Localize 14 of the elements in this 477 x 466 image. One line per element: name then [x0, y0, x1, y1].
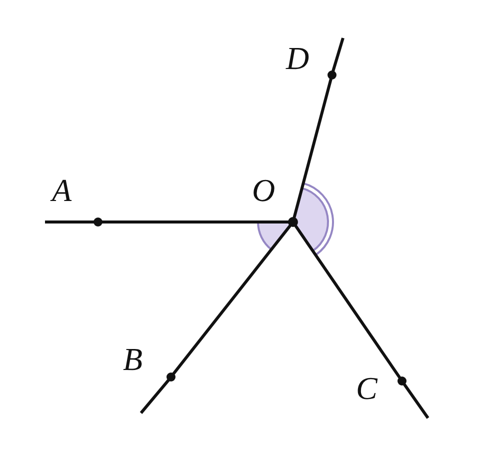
point-label: C	[356, 372, 378, 404]
ray-line	[172, 224, 292, 375]
point-label: B	[123, 343, 143, 375]
point-label: O	[252, 174, 276, 206]
ray-line	[294, 224, 401, 379]
ray-line	[292, 78, 332, 219]
point-dot	[94, 218, 102, 226]
point-dot	[166, 372, 176, 382]
point-dot	[328, 70, 336, 80]
point-label: A	[52, 174, 72, 206]
point-dot	[288, 217, 298, 227]
ray-line	[102, 220, 289, 224]
point-label: D	[286, 42, 310, 74]
point-dot	[398, 376, 406, 386]
